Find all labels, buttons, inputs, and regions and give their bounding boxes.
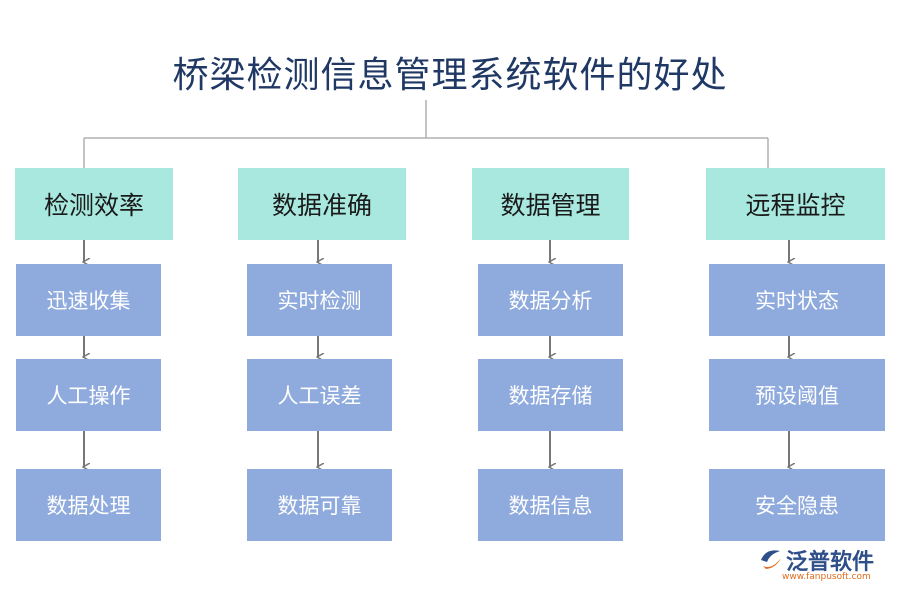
item-box: 安全隐患: [709, 469, 885, 541]
diagram-title: 桥梁检测信息管理系统软件的好处: [172, 55, 728, 96]
item-box: 数据信息: [478, 469, 623, 541]
item-box: 迅速收集: [16, 264, 161, 336]
item-box: 数据分析: [478, 264, 623, 336]
column-head-management: 数据管理: [472, 168, 629, 240]
item-box: 数据存储: [478, 359, 623, 431]
column-head-monitoring: 远程监控: [706, 168, 885, 240]
item-box: 实时检测: [247, 264, 392, 336]
item-box: 人工误差: [247, 359, 392, 431]
column-head-efficiency: 检测效率: [15, 168, 173, 240]
logo-mark-icon: [761, 550, 781, 569]
logo-url: www.fanpusoft.com: [782, 572, 871, 582]
item-box: 人工操作: [16, 359, 161, 431]
item-box: 预设阈值: [709, 359, 885, 431]
item-box: 数据处理: [16, 469, 161, 541]
column-head-accuracy: 数据准确: [238, 168, 406, 240]
item-box: 实时状态: [709, 264, 885, 336]
brand-logo: 泛普软件 www.fanpusoft.com: [758, 544, 888, 588]
item-box: 数据可靠: [247, 469, 392, 541]
logo-name: 泛普软件: [786, 550, 875, 575]
